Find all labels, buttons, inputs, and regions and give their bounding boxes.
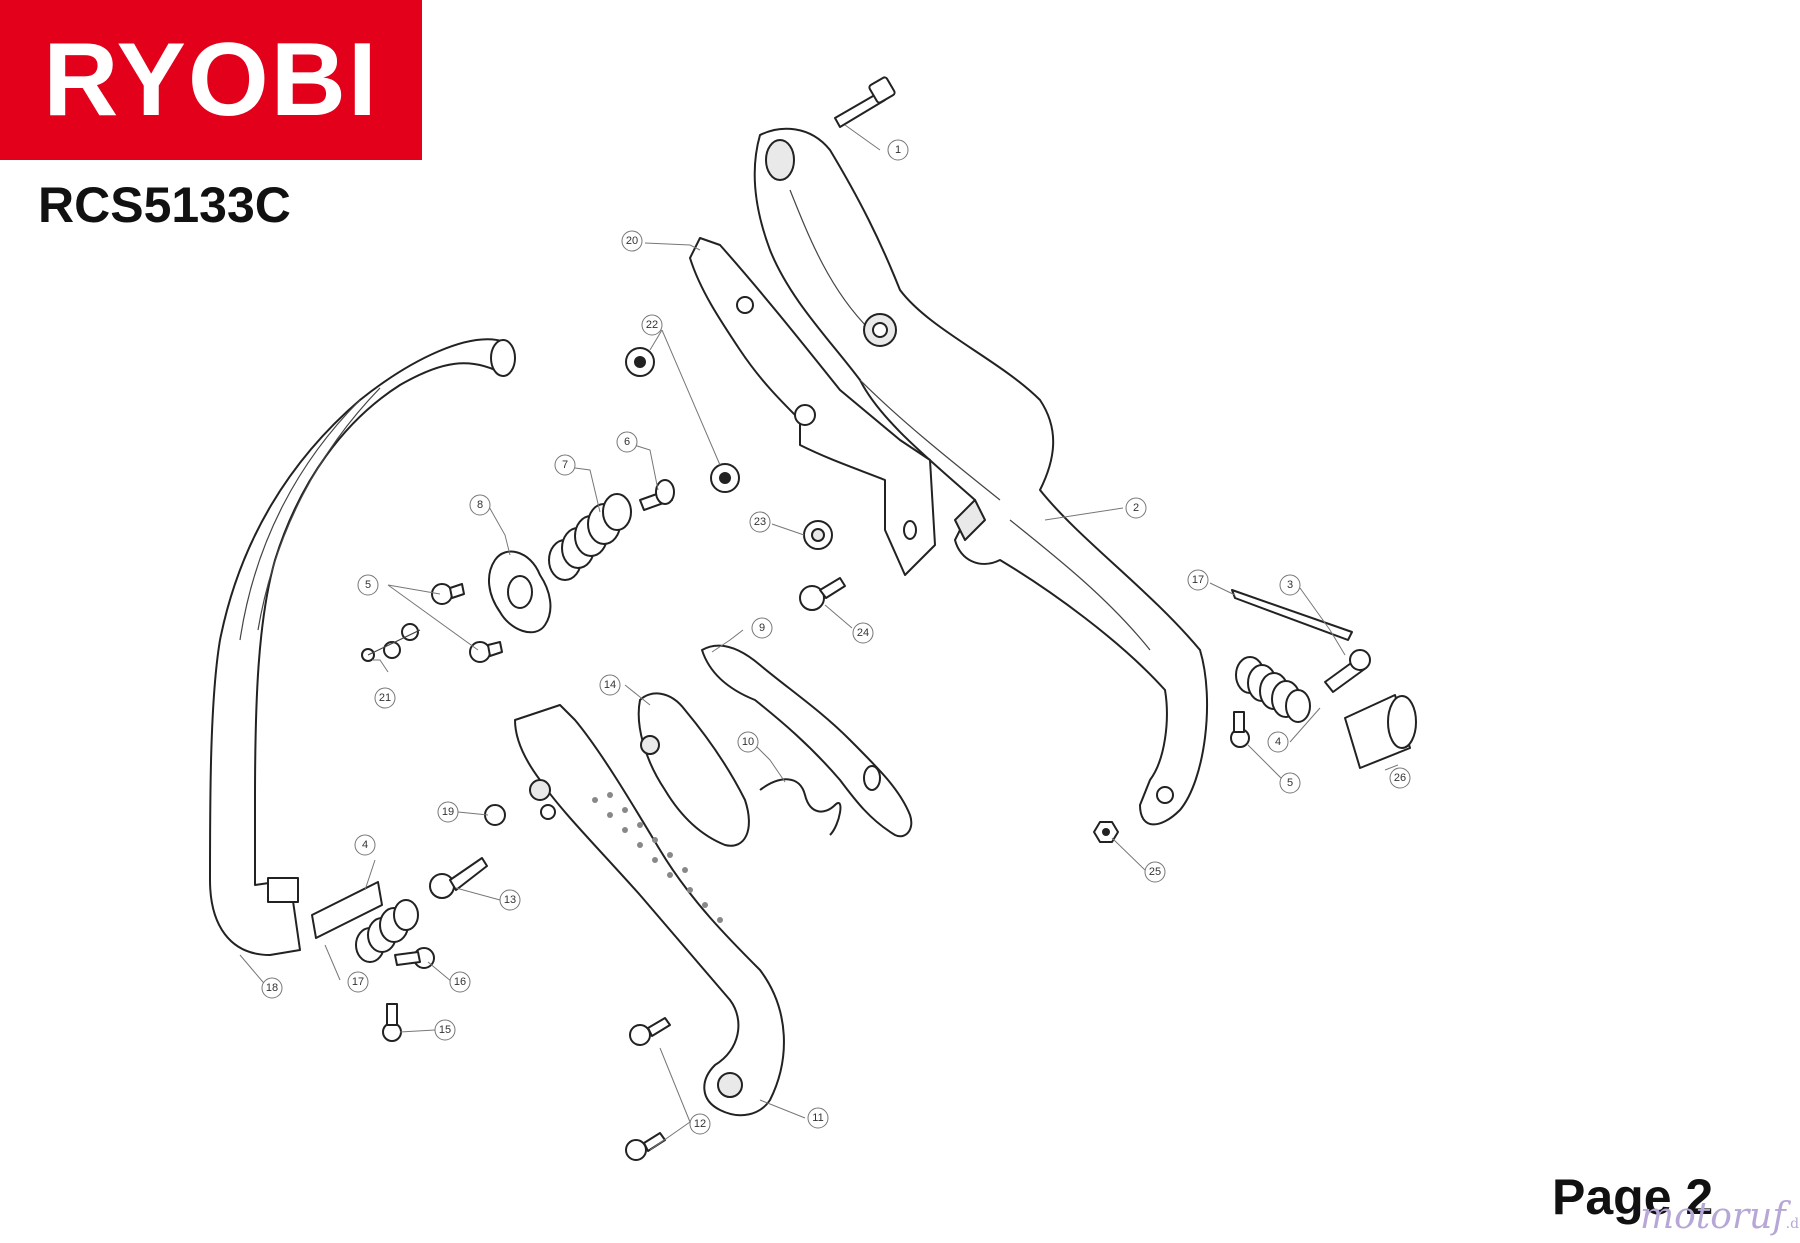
svg-text:8: 8 [477, 499, 483, 511]
svg-text:5: 5 [1287, 777, 1293, 789]
spring-part-4-lower [355, 899, 419, 963]
callout-2: 2 [1125, 497, 1147, 519]
callout-21: 21 [374, 687, 396, 709]
svg-text:24: 24 [857, 627, 869, 639]
svg-text:20: 20 [626, 235, 638, 247]
callout-17-lower: 17 [347, 971, 369, 993]
svg-text:4: 4 [362, 839, 368, 851]
screw-part-15 [382, 1003, 402, 1042]
svg-text:9: 9 [759, 622, 765, 634]
svg-text:25: 25 [1149, 866, 1161, 878]
svg-text:23: 23 [754, 516, 766, 528]
callout-9: 9 [751, 617, 773, 639]
callout-11: 11 [807, 1107, 829, 1129]
watermark-text: motoruf [1640, 1196, 1786, 1237]
svg-text:17: 17 [1192, 574, 1204, 586]
callout-3: 3 [1279, 574, 1301, 596]
nut-part-22-upper [625, 347, 655, 377]
callout-23: 23 [749, 511, 771, 533]
callout-16: 16 [449, 971, 471, 993]
callout-12: 12 [689, 1113, 711, 1135]
svg-text:12: 12 [694, 1118, 706, 1130]
plate-part-17-lower [311, 881, 383, 939]
lever-part-9 [701, 644, 913, 838]
callout-18: 18 [261, 977, 283, 999]
ryobi-logo: RYOBI [0, 0, 422, 160]
leader-lines [239, 124, 1399, 1151]
page-number: Page 2 [1552, 1169, 1714, 1225]
svg-text:13: 13 [504, 894, 516, 906]
bolt-part-1 [834, 76, 896, 128]
gasket-part-8 [488, 550, 552, 634]
svg-text:5: 5 [365, 579, 371, 591]
callout-22: 22 [641, 314, 663, 336]
callout-10: 10 [737, 731, 759, 753]
svg-text:10: 10 [742, 736, 754, 748]
callout-8: 8 [469, 494, 491, 516]
bolt-part-13 [429, 857, 488, 899]
screw-part-6 [639, 479, 675, 511]
svg-text:6: 6 [624, 436, 630, 448]
svg-text:18: 18 [266, 982, 278, 994]
watermark: motoruf.de [1640, 1196, 1800, 1237]
callout-7: 7 [554, 454, 576, 476]
callout-17-upper: 17 [1187, 569, 1209, 591]
callout-6: 6 [616, 431, 638, 453]
svg-text:16: 16 [454, 976, 466, 988]
watermark-suffix: .de [1785, 1216, 1800, 1232]
spring-part-4-upper [1235, 656, 1311, 723]
callout-5-upper-left: 5 [357, 574, 379, 596]
screw-part-5-c [1230, 711, 1250, 748]
pin-part-21 [361, 623, 421, 662]
svg-text:2: 2 [1133, 502, 1139, 514]
svg-text:17: 17 [352, 976, 364, 988]
svg-text:1: 1 [895, 144, 901, 156]
svg-text:26: 26 [1394, 772, 1406, 784]
plate-part-17-upper [1231, 589, 1353, 641]
logo-text: RYOBI [43, 22, 379, 138]
metal-bracket [689, 237, 936, 576]
nut-part-25 [1093, 821, 1119, 843]
spring-wire-part-10 [759, 778, 842, 836]
svg-text:15: 15 [439, 1024, 451, 1036]
screw-part-12-upper [629, 1017, 671, 1046]
callout-15: 15 [434, 1019, 456, 1041]
roller-part-26 [1344, 694, 1417, 769]
svg-text:19: 19 [442, 806, 454, 818]
screw-part-5-a [431, 583, 465, 605]
spring-part-7 [548, 493, 632, 581]
callout-19: 19 [437, 801, 459, 823]
svg-text:21: 21 [379, 692, 391, 704]
svg-text:11: 11 [812, 1112, 823, 1124]
rear-handle-frame [753, 127, 1208, 826]
cover-part-14 [637, 692, 750, 847]
nut-part-22-lower [710, 463, 740, 493]
screw-part-12-lower [625, 1132, 666, 1161]
callout-20: 20 [621, 230, 643, 252]
callout-4-upper: 4 [1267, 731, 1289, 753]
callout-4-lower: 4 [354, 834, 376, 856]
front-handle-bar [209, 338, 516, 956]
pin-part-3 [1324, 649, 1371, 693]
callout-1: 1 [887, 139, 909, 161]
screw-part-5-b [469, 641, 503, 663]
callout-14: 14 [599, 674, 621, 696]
callout-26: 26 [1389, 767, 1411, 789]
model-number: RCS5133C [38, 177, 291, 233]
svg-text:3: 3 [1287, 579, 1293, 591]
callout-24: 24 [852, 622, 874, 644]
screw-part-24 [799, 577, 846, 611]
callout-5-lower-right: 5 [1279, 772, 1301, 794]
callout-25: 25 [1144, 861, 1166, 883]
lower-handle-grip [514, 704, 785, 1117]
svg-text:14: 14 [604, 679, 616, 691]
svg-text:4: 4 [1275, 736, 1281, 748]
nut-part-23 [803, 520, 833, 550]
svg-text:22: 22 [646, 319, 658, 331]
screw-part-16 [394, 947, 435, 969]
svg-text:7: 7 [562, 459, 568, 471]
callout-13: 13 [499, 889, 521, 911]
